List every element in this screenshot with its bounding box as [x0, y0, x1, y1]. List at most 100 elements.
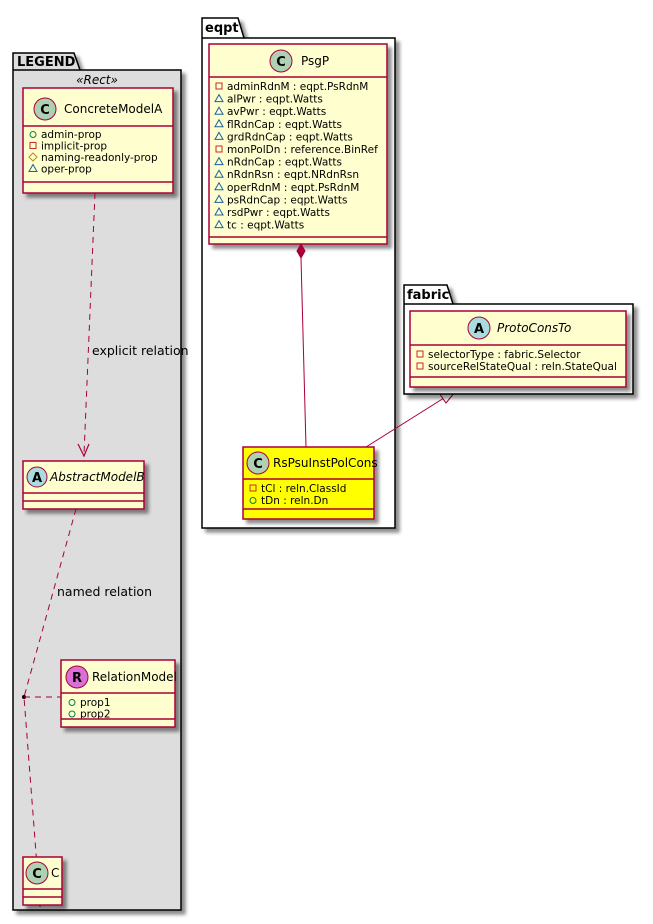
attribute-text: selectorType : fabric.Selector	[428, 349, 581, 361]
class-c-icon	[269, 49, 293, 73]
package-visibility-icon	[214, 106, 224, 115]
attribute-row: grdRdnCap : eqpt.Watts	[214, 131, 353, 143]
class-kind-glyph: C	[253, 457, 263, 472]
class-kind-glyph: C	[40, 103, 50, 118]
package-visibility-icon	[28, 163, 38, 172]
attribute-row: nRdnCap : eqpt.Watts	[214, 156, 342, 169]
attribute-row: avPwr : eqpt.Watts	[214, 106, 326, 118]
composition-diamond-icon	[296, 242, 306, 260]
attribute-text: nRdnCap : eqpt.Watts	[227, 157, 342, 169]
attribute-text: tc : eqpt.Watts	[227, 220, 304, 232]
attribute-row: tCl : reln.ClassId	[249, 483, 346, 495]
attribute-text: avPwr : eqpt.Watts	[227, 106, 326, 118]
private-visibility-icon	[215, 145, 223, 153]
class-kind-glyph: A	[474, 322, 484, 337]
package-visibility-icon	[214, 169, 224, 178]
attribute-text: flRdnCap : eqpt.Watts	[227, 119, 342, 131]
class-c[interactable]: C C	[22, 856, 63, 906]
class-protoconsto[interactable]: A ProtoConsTo selectorType : fabric.Sele…	[409, 310, 627, 388]
attribute-row: selectorType : fabric.Selector	[416, 349, 581, 361]
attribute-text: prop2	[80, 709, 111, 721]
attribute-row: psRdnCap : eqpt.Watts	[214, 194, 348, 206]
private-visibility-icon	[215, 82, 223, 90]
attribute-row: prop1	[68, 697, 111, 709]
private-visibility-icon	[416, 362, 424, 370]
attribute-text: oper-prop	[41, 164, 92, 176]
attribute-text: admin-prop	[41, 129, 102, 141]
package-legend-label: LEGEND	[17, 55, 76, 70]
relation-r-icon	[65, 665, 89, 689]
package-visibility-icon	[214, 131, 224, 140]
class-c-icon	[33, 97, 57, 121]
class-kind-glyph: A	[32, 471, 42, 486]
attribute-text: sourceRelStateQual : reln.StateQual	[428, 361, 617, 373]
attribute-row: alPwr : eqpt.Watts	[214, 93, 323, 106]
class-name: ConcreteModelA	[64, 102, 163, 116]
attribute-row: prop2	[68, 709, 111, 721]
package-visibility-icon	[214, 93, 224, 103]
attribute-row: flRdnCap : eqpt.Watts	[214, 118, 342, 131]
attribute-text: tDn : reln.Dn	[261, 495, 328, 507]
attribute-row: oper-prop	[28, 163, 92, 176]
attribute-text: implicit-prop	[41, 141, 107, 153]
class-c-icon	[25, 861, 49, 885]
class-name: RelationModel	[92, 670, 177, 684]
abstract-a-icon	[26, 466, 48, 488]
attribute-row: rsdPwr : eqpt.Watts	[214, 206, 330, 219]
attribute-text: rsdPwr : eqpt.Watts	[227, 207, 330, 219]
abstract-a-icon	[467, 316, 491, 340]
attr-list: selectorType : fabric.SelectorsourceRelS…	[416, 349, 617, 373]
attribute-text: naming-readonly-prop	[41, 152, 158, 164]
class-name: AbstractModelB	[49, 470, 145, 484]
private-visibility-icon	[416, 350, 424, 358]
class-kind-glyph: C	[276, 55, 286, 70]
attribute-text: alPwr : eqpt.Watts	[227, 94, 323, 106]
attribute-text: tCl : reln.ClassId	[261, 483, 346, 495]
class-name: ProtoConsTo	[497, 321, 571, 335]
class-c-icon	[246, 451, 270, 475]
package-visibility-icon	[214, 156, 224, 166]
class-concrete-model-a[interactable]: C ConcreteModelA admin-propimplicit-prop…	[22, 87, 174, 194]
class-name: RsPsuInstPolCons	[273, 456, 378, 470]
package-visibility-icon	[214, 118, 224, 128]
attribute-text: operRdnM : eqpt.PsRdnM	[227, 182, 359, 194]
public-visibility-icon	[29, 131, 37, 138]
relation-composition	[296, 242, 307, 448]
attribute-text: adminRdnM : eqpt.PsRdnM	[227, 81, 368, 93]
relation-label-explicit: explicit relation	[92, 343, 189, 358]
class-rspsuinstpolcons[interactable]: C RsPsuInstPolCons tCl : reln.ClassIdtDn…	[242, 446, 378, 520]
class-abstract-model-b[interactable]: A AbstractModelB	[22, 460, 145, 510]
legend-stereotype: «Rect»	[76, 73, 118, 87]
attribute-row: admin-prop	[29, 129, 102, 141]
attribute-text: prop1	[80, 697, 111, 709]
class-kind-glyph: C	[32, 867, 42, 882]
package-fabric-label: fabric	[407, 288, 449, 303]
attribute-row: sourceRelStateQual : reln.StateQual	[416, 361, 617, 373]
attribute-row: tDn : reln.Dn	[249, 495, 328, 507]
attribute-text: nRdnRsn : eqpt.NRdnRsn	[227, 169, 359, 181]
relation-named: named relation	[22, 508, 152, 908]
relation-label-named: named relation	[57, 584, 152, 599]
protected-visibility-icon	[28, 152, 38, 162]
attr-list: admin-propimplicit-propnaming-readonly-p…	[28, 129, 158, 176]
package-visibility-icon	[214, 181, 224, 191]
attribute-row: monPolDn : reference.BinRef	[215, 144, 378, 156]
package-visibility-icon	[214, 194, 224, 203]
attribute-text: monPolDn : reference.BinRef	[227, 144, 378, 156]
private-visibility-icon	[29, 142, 37, 149]
class-name: C	[51, 866, 59, 880]
class-kind-glyph: R	[72, 671, 82, 686]
public-visibility-icon	[68, 699, 76, 706]
public-visibility-icon	[249, 497, 257, 504]
class-name: PsgP	[301, 54, 329, 68]
private-visibility-icon	[249, 484, 257, 492]
package-visibility-icon	[214, 206, 224, 216]
package-visibility-icon	[214, 219, 224, 229]
public-visibility-icon	[68, 710, 76, 718]
